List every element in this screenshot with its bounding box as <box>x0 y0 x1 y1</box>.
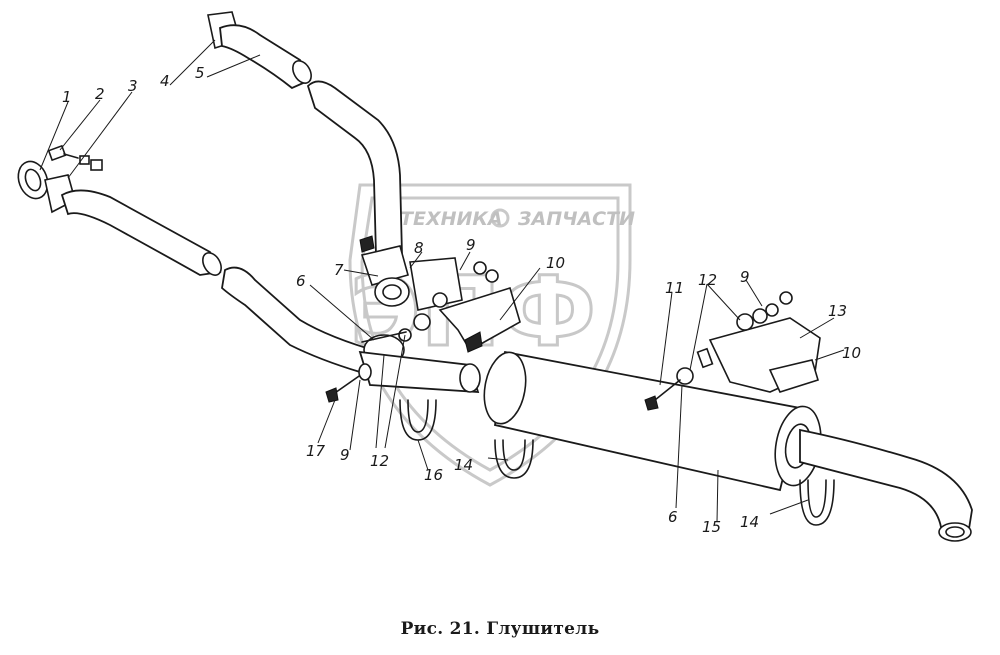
callout-12: 12 <box>698 271 717 289</box>
callout-14-front: 14 <box>454 456 473 474</box>
callout-4: 4 <box>160 72 170 90</box>
callout-3: 3 <box>128 77 138 95</box>
middle-bracket <box>438 261 521 353</box>
callout-17: 17 <box>306 442 326 460</box>
callout-15: 15 <box>702 518 721 536</box>
tail-pipe <box>799 428 973 542</box>
callout-2: 2 <box>95 85 105 103</box>
watermark-left-text: ТЕХНИКА <box>400 208 503 230</box>
callout-numbers: 1 2 3 4 5 6 7 8 9 10 11 12 13 14 15 16 1… <box>62 64 861 536</box>
callout-6-rear: 6 <box>668 508 678 526</box>
rear-bracket <box>644 291 821 411</box>
callout-16: 16 <box>424 466 443 484</box>
gear-icon <box>490 208 510 228</box>
callout-9-rear: 9 <box>740 268 750 286</box>
muffler-inlet-pipe <box>358 350 481 393</box>
watermark-shield-outline <box>348 183 632 487</box>
watermark-shield-inner <box>360 196 620 472</box>
callout-9-front: 9 <box>340 446 350 464</box>
callout-7: 7 <box>334 261 344 279</box>
leader-lines <box>39 39 845 523</box>
callout-1: 1 <box>62 88 72 106</box>
flange-ring <box>17 160 49 200</box>
callout-10-rear: 10 <box>842 344 861 362</box>
callout-5: 5 <box>195 64 205 82</box>
callout-12-front: 12 <box>370 452 389 470</box>
callout-11: 11 <box>665 279 684 297</box>
callout-14: 14 <box>740 513 759 531</box>
upper-exhaust-pipe <box>207 11 403 256</box>
callout-8: 8 <box>414 239 424 257</box>
callout-9: 9 <box>466 236 476 254</box>
figure-caption: Рис. 21. Глушитель <box>400 619 600 639</box>
watermark-right-text: ЗАПЧАСТИ <box>517 208 635 230</box>
callout-13: 13 <box>828 302 847 320</box>
front-exhaust-pipe <box>44 174 382 374</box>
front-bolt <box>325 363 372 403</box>
bolt-nut <box>47 144 103 171</box>
callout-6: 6 <box>296 272 306 290</box>
callout-10: 10 <box>546 254 565 272</box>
